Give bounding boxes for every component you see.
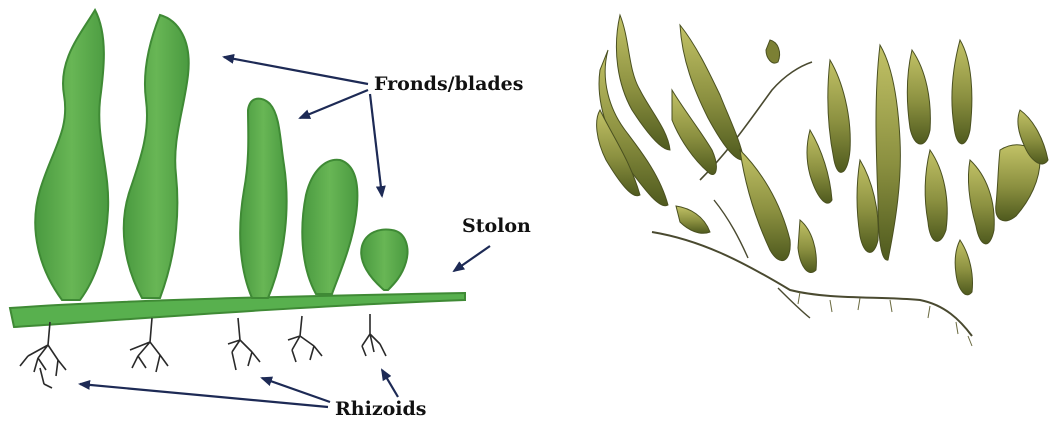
arrow-fronds-3 bbox=[370, 94, 382, 196]
frond-4 bbox=[302, 160, 357, 294]
label-fronds: Fronds/blades bbox=[374, 73, 523, 95]
frond-3 bbox=[240, 99, 286, 298]
label-stolon: Stolon bbox=[462, 215, 531, 237]
illustration: Fronds/blades Stolon Rhizoids bbox=[10, 10, 531, 420]
specimen-rhizoids bbox=[798, 292, 972, 346]
arrow-fronds-2 bbox=[300, 90, 368, 118]
frond-2 bbox=[124, 15, 189, 298]
frond-1 bbox=[35, 10, 108, 300]
arrow-rhizoids-3 bbox=[382, 370, 398, 397]
arrow-stolon bbox=[454, 246, 490, 271]
arrow-fronds-1 bbox=[224, 57, 368, 84]
specimen-photo bbox=[597, 15, 1048, 346]
frond-5 bbox=[361, 230, 407, 290]
rhizoid-clusters bbox=[20, 314, 386, 388]
specimen-blades bbox=[597, 15, 1048, 295]
arrow-rhizoids-2 bbox=[262, 378, 330, 402]
label-rhizoids: Rhizoids bbox=[335, 398, 426, 420]
